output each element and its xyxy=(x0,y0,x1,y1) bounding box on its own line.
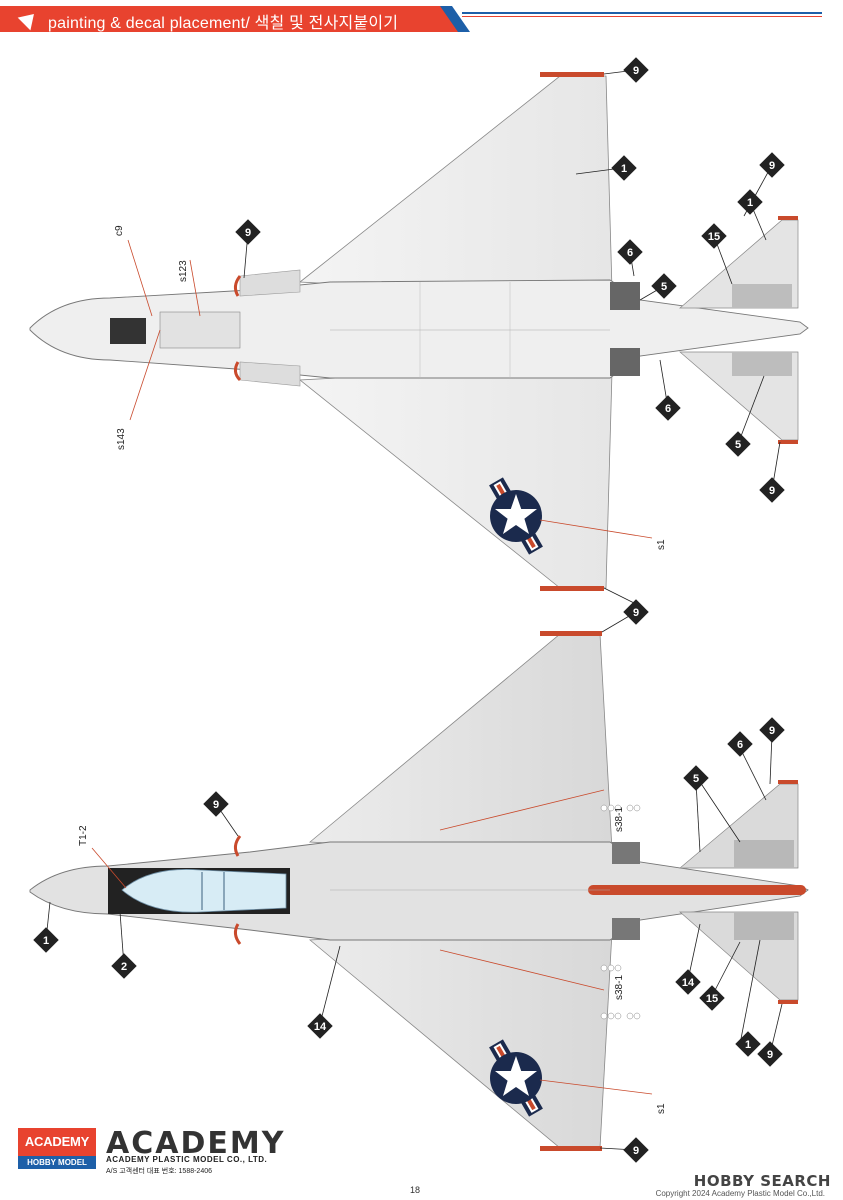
logo-top-text: ACADEMY xyxy=(18,1128,96,1156)
logo-bottom-text: HOBBY MODEL KITS xyxy=(18,1156,96,1180)
bottom-callout-label: 15 xyxy=(706,993,718,1005)
top-callout-label: 9 xyxy=(245,227,251,239)
bottom-callout-label: 9 xyxy=(633,1145,639,1157)
header-band xyxy=(0,6,462,32)
top-callout-label: 1 xyxy=(747,197,753,209)
bottom-callout-label: 6 xyxy=(737,739,743,751)
bottom-leader-lines xyxy=(91,789,653,1095)
bottom-callout-label: 9 xyxy=(767,1049,773,1061)
bottom-decal-label: s1 xyxy=(656,1103,667,1114)
header-rule-red xyxy=(462,16,822,17)
bottom-decal-label: s38-1 xyxy=(614,975,625,1000)
top-decal-label: s143 xyxy=(116,428,127,450)
header-rule xyxy=(462,12,822,14)
section-header: painting & decal placement/ 색칠 및 전사지붙이기 xyxy=(0,0,843,34)
academy-logo: ACADEMY HOBBY MODEL KITS xyxy=(18,1128,96,1180)
brand-wordmark: ACADEMY xyxy=(106,1126,286,1161)
bottom-callout-label: 5 xyxy=(693,773,699,785)
bottom-decal-label: s38-1 xyxy=(614,807,625,832)
bottom-callout-lines xyxy=(45,611,783,1151)
top-callout-label: 9 xyxy=(633,65,639,77)
top-callout-label: 9 xyxy=(769,485,775,497)
bottom-callout-label: 9 xyxy=(769,725,775,737)
top-callout-label: 6 xyxy=(665,403,671,415)
top-callout-label: 15 xyxy=(708,231,720,243)
bottom-callout-label: 14 xyxy=(314,1021,327,1033)
copyright: Copyright 2024 Academy Plastic Model Co.… xyxy=(655,1189,825,1198)
bottom-callout-label: 2 xyxy=(121,961,127,973)
bottom-callout-label: 14 xyxy=(682,977,695,989)
bottom-callout-label: 9 xyxy=(213,799,219,811)
section-title: painting & decal placement/ 색칠 및 전사지붙이기 xyxy=(48,15,399,32)
top-callout-label: 5 xyxy=(735,439,741,451)
bottom-callout-label: 1 xyxy=(43,935,49,947)
bottom-decal-label: T1-2 xyxy=(78,825,89,846)
top-decal-label: s123 xyxy=(178,260,189,282)
top-decal-label: c9 xyxy=(114,225,125,236)
bottom-callout-label: 9 xyxy=(633,607,639,619)
top-decal-label: s1 xyxy=(656,539,667,550)
top-callout-label: 6 xyxy=(627,247,633,259)
top-callout-label: 9 xyxy=(769,160,775,172)
bottom-view-aircraft xyxy=(29,631,809,1151)
top-leader-lines xyxy=(127,239,653,539)
top-callout-label: 5 xyxy=(661,281,667,293)
top-view-aircraft xyxy=(29,72,809,591)
bottom-callout-label: 1 xyxy=(745,1039,751,1051)
support-line: A/S 고객센터 대표 번호: 1588-2406 xyxy=(106,1168,213,1175)
top-callout-label: 1 xyxy=(621,163,627,175)
company-name: ACADEMY PLASTIC MODEL CO., LTD. xyxy=(106,1155,268,1164)
top-callouts: 9 1 9 1 15 6 5 6 5 9 9 c9 s123 s143 s1 xyxy=(114,57,785,550)
watermark: HOBBY SEARCH xyxy=(693,1172,831,1190)
page-number: 18 xyxy=(410,1185,421,1195)
